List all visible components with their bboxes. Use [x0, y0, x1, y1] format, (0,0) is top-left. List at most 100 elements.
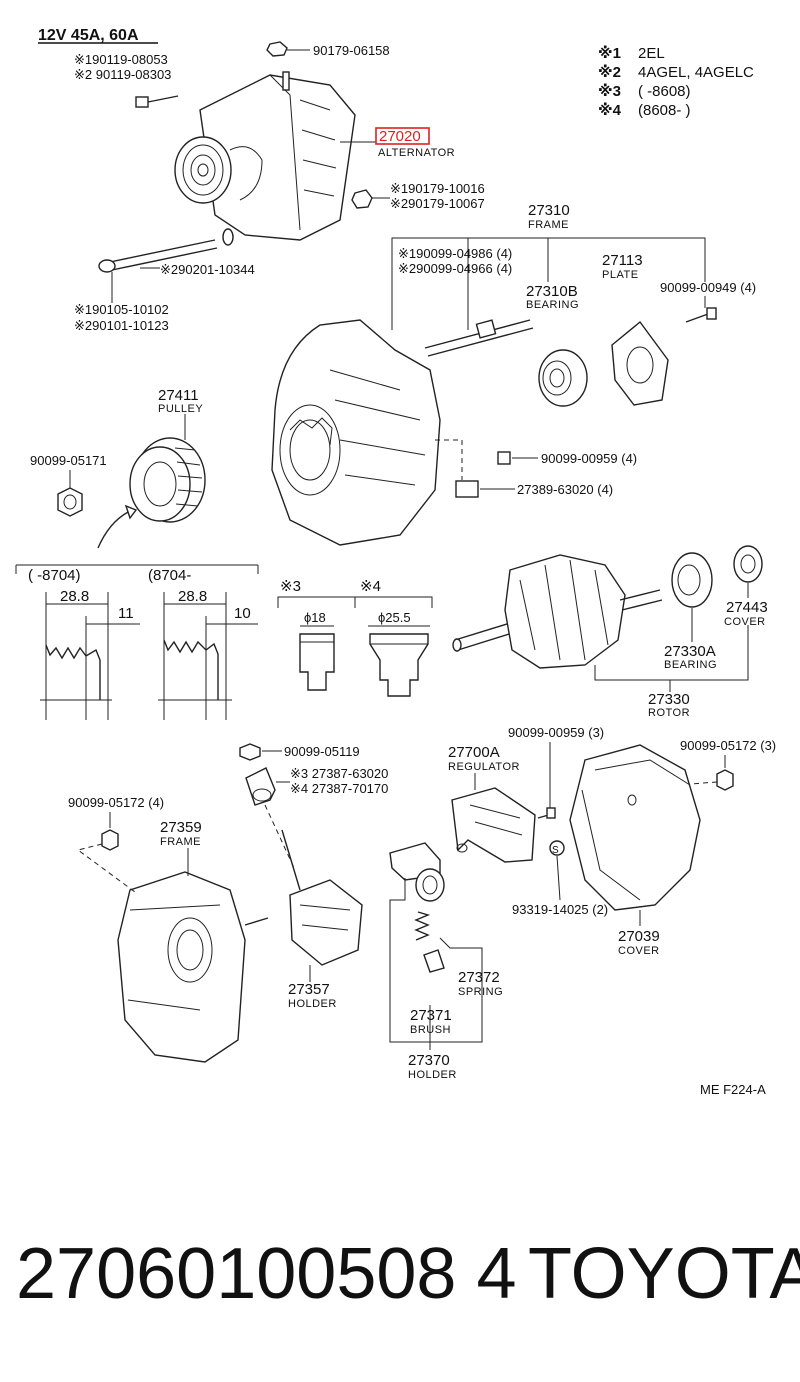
nut-icon: [266, 41, 288, 57]
regulator-icon: [451, 787, 536, 863]
part-name-bearing-27330a: BEARING: [664, 659, 717, 671]
washer-mark: S: [552, 845, 559, 856]
part-number-cover-27039: 27039: [618, 928, 660, 945]
insulator-dia-3: ϕ18: [304, 610, 326, 625]
legend-text-1: 2EL: [638, 45, 665, 62]
legend-mark-4: ※4: [598, 101, 622, 119]
part-number-90099-05171: 90099-05171: [30, 453, 107, 468]
highlight-box: [375, 127, 430, 145]
part-number-90105-10102: ※190105-10102: [74, 302, 169, 317]
nut-icon: [716, 769, 734, 791]
part-name-bearing-27310b: BEARING: [526, 299, 579, 311]
legend-mark-1: ※1: [598, 44, 621, 62]
rotor-cover-icon: [733, 545, 763, 583]
insulator-mark-3: ※3: [280, 578, 301, 595]
terminal-screw-icon: [497, 451, 511, 465]
part-name-holder-27357: HOLDER: [288, 998, 337, 1010]
bolt-icon: [135, 95, 179, 108]
brush-holder-icon: [389, 842, 445, 902]
part-number-90099-04966: ※290099-04966 (4): [398, 261, 512, 276]
part-number-holder-27357: 27357: [288, 981, 330, 998]
pulley-dim-right-a: 28.8: [178, 588, 207, 605]
spec-title: 12V 45A, 60A: [38, 27, 139, 44]
part-name-frame-27359: FRAME: [160, 836, 201, 848]
part-number-spring: 27372: [458, 969, 500, 986]
legend-text-2: 4AGEL, 4AGELC: [638, 64, 754, 81]
pulley-range-right: (8704-: [148, 567, 191, 584]
part-number-frame: 27310: [528, 202, 570, 219]
part-number-90201-10344: ※290201-10344: [160, 262, 255, 277]
insulator-dimension-detail: ※3 ※4 ϕ18 ϕ25.5: [277, 578, 433, 697]
part-number-90099-05172-a: 90099-05172 (3): [680, 738, 776, 753]
nut-icon: [101, 829, 119, 851]
pulley-dim-left-b: 11: [118, 605, 134, 622]
nut-icon: [57, 487, 83, 517]
part-number-holder-27370: 27370: [408, 1052, 450, 1069]
insulator-mark-4: ※4: [360, 578, 381, 595]
brush-icon: [423, 949, 445, 973]
part-name-spring: SPRING: [458, 986, 503, 998]
part-number-90099-05119: 90099-05119: [284, 744, 360, 759]
plate-icon: [611, 320, 669, 406]
washer-icon: [549, 840, 565, 856]
part-number-90179-06158: 90179-06158: [313, 43, 390, 58]
insulator-dia-4: ϕ25.5: [378, 610, 411, 625]
part-number-bearing-27310b: 27310B: [526, 283, 578, 300]
part-number-90099-00949: 90099-00949 (4): [660, 280, 756, 295]
part-number-90099-00959-a: 90099-00959 (4): [541, 451, 637, 466]
stud-bolt-icon: [424, 319, 534, 357]
part-number-frame-27359: 27359: [160, 819, 202, 836]
insulator-icon: [455, 480, 479, 498]
part-number-90119-08053: ※190119-08053: [74, 52, 168, 67]
part-number-brush: 27371: [410, 1007, 452, 1024]
screw-icon: [685, 307, 717, 323]
part-name-cover-27443: COVER: [724, 616, 766, 628]
part-number-90179-10016: ※190179-10016: [390, 181, 485, 196]
part-number-bearing-27330a: 27330A: [664, 643, 716, 660]
spring-icon: [414, 911, 431, 941]
part-name-rotor: ROTOR: [648, 707, 690, 719]
screw-icon: [537, 807, 556, 819]
footer-part-code: 27060100508 4: [16, 1234, 517, 1314]
part-number-alternator: 27020: [379, 128, 421, 145]
part-number-27387-63020: ※3 27387-63020: [290, 766, 388, 781]
legend: ※1 2EL ※2 4AGEL, 4AGELC ※3 ( -8608) ※4 (…: [598, 44, 754, 119]
part-number-90119-08303: ※2 90119-08303: [74, 67, 171, 82]
part-number-pulley: 27411: [158, 387, 199, 404]
rotor-icon: [452, 554, 663, 669]
part-number-rotor: 27330: [648, 691, 690, 708]
terminal-insulator-icon: [245, 767, 276, 806]
part-number-cover-27443: 27443: [726, 599, 768, 616]
alternator-assembly-drawing: [174, 71, 356, 241]
rotor-bearing-icon: [671, 552, 713, 608]
diagram-code: ME F224-A: [700, 1082, 766, 1097]
part-number-90101-10123: ※290101-10123: [74, 318, 169, 333]
nut-icon: [239, 743, 261, 761]
part-number-27387-70170: ※4 27387-70170: [290, 781, 388, 796]
bearing-icon: [538, 349, 588, 407]
nut-icon: [351, 189, 373, 209]
part-name-frame: FRAME: [528, 219, 569, 231]
pulley-range-left: ( -8704): [28, 567, 81, 584]
arrow-icon: [97, 509, 133, 549]
pulley-dim-right-b: 10: [234, 605, 251, 622]
part-name-alternator: ALTERNATOR: [378, 147, 455, 159]
footer-brand: TOYOTA: [528, 1234, 800, 1314]
part-number-regulator: 27700A: [448, 744, 500, 761]
part-name-pulley: PULLEY: [158, 403, 203, 415]
pulley-icon: [129, 437, 206, 523]
part-number-plate: 27113: [602, 252, 643, 269]
part-number-93319-14025: 93319-14025 (2): [512, 902, 608, 917]
part-name-cover-27039: COVER: [618, 945, 660, 957]
part-number-90179-10067: ※290179-10067: [390, 196, 485, 211]
part-number-90099-04986: ※190099-04986 (4): [398, 246, 512, 261]
legend-text-3: ( -8608): [638, 83, 691, 100]
part-name-plate: PLATE: [602, 269, 639, 281]
part-name-regulator: REGULATOR: [448, 761, 520, 773]
legend-mark-2: ※2: [598, 63, 621, 81]
part-name-brush: BRUSH: [410, 1024, 451, 1036]
rear-frame-drawing: [117, 871, 269, 1063]
rear-cover-icon: [569, 744, 701, 911]
part-number-27389-63020: 27389-63020 (4): [517, 482, 613, 497]
long-bolt-icon: [98, 228, 234, 273]
